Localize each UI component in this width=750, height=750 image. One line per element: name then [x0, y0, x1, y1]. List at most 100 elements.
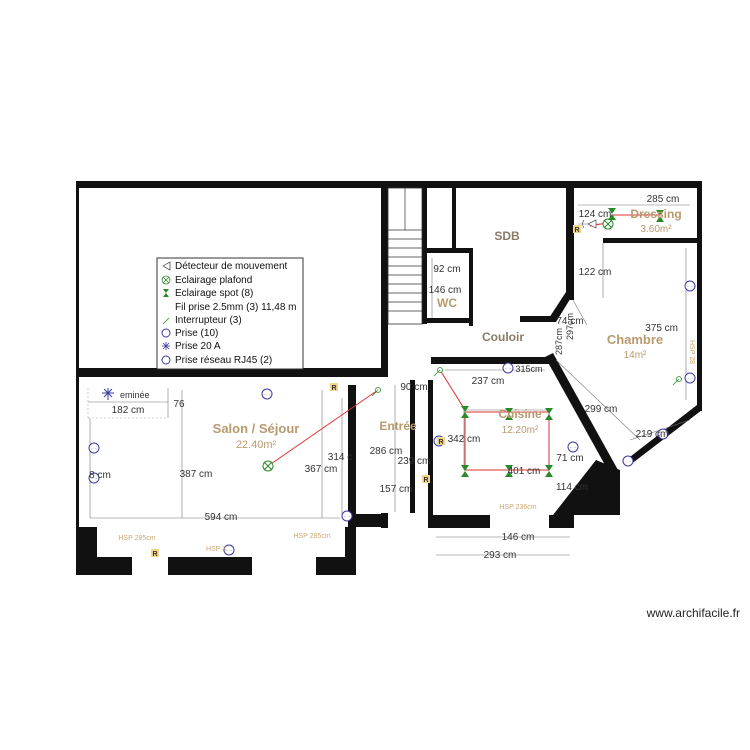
dim-122: 122 cm: [579, 267, 612, 278]
outlet-icon: [341, 510, 353, 522]
dim-124: 124 cm: [579, 209, 612, 220]
spotlight-icon: [461, 465, 469, 477]
radiator-icon: R: [573, 225, 581, 234]
dim-286: 286 cm: [370, 446, 403, 457]
dim-299: 299 cm: [585, 404, 618, 415]
legend: Détecteur de mouvement Eclairage plafond…: [156, 257, 304, 370]
outlet-icon: [88, 442, 100, 454]
dim-314: 314 c: [328, 452, 352, 463]
switch-icon: [162, 317, 170, 325]
room-cuisine-name: Cuisine: [498, 407, 542, 421]
dim-146-wc: 146 cm: [429, 285, 462, 296]
room-dressing-name: Dressing: [630, 207, 681, 221]
legend-label-4: Interrupteur (3): [175, 315, 242, 326]
dim-285: 285 cm: [647, 194, 680, 205]
switch-icon: [433, 367, 443, 377]
dim-8: 8 cm: [89, 470, 111, 481]
legend-label-6: Prise 20 A: [175, 341, 221, 352]
room-sdb-name: SDB: [494, 229, 520, 243]
spotlight-icon: [545, 408, 553, 420]
outlet-icon: [684, 280, 696, 292]
spotlight-icon: [505, 465, 513, 477]
hsp-salon-2: HSP 3: [206, 546, 226, 553]
legend-label-5: Prise (10): [175, 328, 218, 339]
radiator-icon: R: [437, 437, 445, 446]
radiator-icon: R: [151, 549, 159, 558]
spotlight-icon: [545, 465, 553, 477]
dim-92: 92 cm: [433, 264, 460, 275]
dim-297: 297cm: [565, 313, 575, 340]
radiators: R R R R R: [151, 225, 581, 558]
room-chambre-area: 14m²: [624, 350, 647, 361]
walls: [76, 181, 702, 575]
switches: [371, 367, 682, 397]
legend-label-0: Détecteur de mouvement: [175, 261, 288, 272]
radiator-label: R: [574, 227, 579, 234]
outlet-icon: [502, 362, 514, 374]
dim-387: 387 cm: [180, 469, 213, 480]
hsp-labels: HSP 285cm HSP 3 HSP 285cm HSP 236cm HSP …: [118, 340, 695, 553]
switch-icon: [371, 387, 381, 397]
outlet-icon: [88, 472, 100, 484]
dim-114: 114 cm: [556, 482, 588, 493]
dim-71: 71 cm: [556, 453, 583, 464]
dim-375: 375 cm: [645, 323, 678, 334]
hsp-cuisine: HSP 236cm: [499, 504, 536, 511]
outlet-icon: [657, 428, 669, 440]
spotlight-icon: [656, 210, 664, 222]
rj45-outlet-icon: [161, 355, 171, 365]
cheminee-label: eminée: [120, 390, 150, 400]
dim-315: 315cm: [515, 364, 542, 374]
ceiling-lights: [262, 218, 614, 472]
outlets: [88, 280, 696, 556]
dimension-labels: 285 cm 124 cm 122 cm 375 cm 299 cm 219 c…: [89, 194, 679, 561]
dim-74: 74 cm: [556, 316, 583, 327]
spotlight-icon: [163, 289, 169, 297]
dim-594: 594 cm: [205, 512, 238, 523]
motion-detector-icon: [582, 219, 597, 229]
outlet-icon: [161, 328, 171, 338]
legend-label-2: Eclairage spot (8): [175, 288, 253, 299]
outlet-icon: [684, 372, 696, 384]
radiator-label: R: [331, 385, 336, 392]
dim-76: 76: [173, 399, 185, 410]
legend-label-1: Eclairage plafond: [175, 275, 252, 286]
radiator-label: R: [438, 439, 443, 446]
room-wc-name: WC: [437, 296, 457, 310]
hsp-salon-3: HSP 285cm: [293, 533, 330, 540]
dim-293: 293 cm: [484, 550, 517, 561]
room-entree-name: Entrée: [379, 419, 417, 433]
room-couloir-name: Couloir: [482, 330, 524, 344]
dim-219: 219 cm: [636, 429, 669, 440]
credit-text: www.archifacile.fr: [646, 606, 740, 620]
outlet-icon: [567, 441, 579, 453]
ceiling-light-icon: [161, 275, 171, 285]
room-cuisine-area: 12.20m²: [502, 425, 539, 436]
switch-icon: [672, 376, 682, 386]
room-salon-area: 22.40m²: [236, 439, 277, 451]
spotlight-icon: [505, 408, 513, 420]
legend-label-7: Prise réseau RJ45 (2): [175, 355, 272, 366]
outlet-20a-icon: [162, 342, 170, 350]
room-dressing-area: 3.60m²: [640, 224, 672, 235]
hsp-salon-1: HSP 285cm: [118, 535, 155, 542]
dim-182: 182 cm: [112, 405, 145, 416]
ceiling-light-icon: [602, 218, 614, 230]
dim-367: 367 cm: [305, 464, 338, 475]
ceiling-light-icon: [262, 460, 274, 472]
dim-237: 237 cm: [472, 376, 505, 387]
hsp-chambre: HSP 28: [688, 340, 695, 364]
outlet-icon: [622, 455, 634, 467]
radiator-label: R: [152, 551, 157, 558]
dim-287: 287cm: [554, 328, 564, 355]
room-labels: Salon / Séjour 22.40m² Chambre 14m² Dres…: [120, 207, 682, 451]
dim-401: 401 cm: [508, 466, 541, 477]
dim-146-k: 146 cm: [502, 532, 535, 543]
legend-label-3: Fil prise 2.5mm (3) 11,48 m: [175, 302, 297, 313]
spotlight-icon: [608, 208, 616, 220]
dim-239: 239 cm: [398, 456, 431, 467]
room-chambre-name: Chambre: [607, 332, 663, 347]
radiator-icon: R: [422, 475, 430, 484]
staircase: [387, 187, 423, 325]
